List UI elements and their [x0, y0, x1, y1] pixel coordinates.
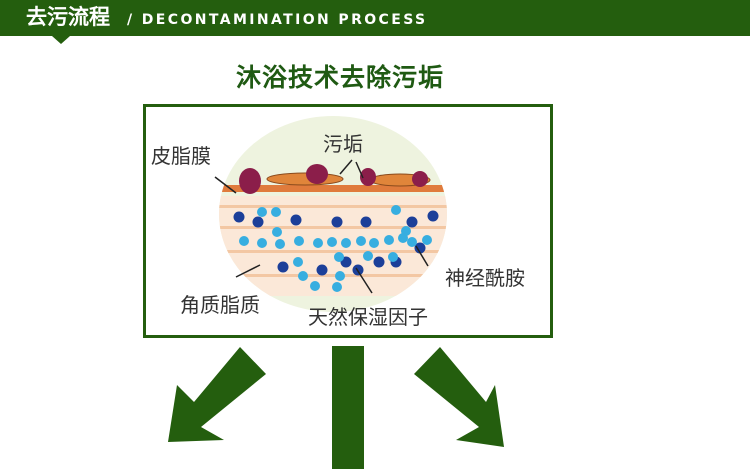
section-header: 去污流程 / DECONTAMINATION PROCESS — [0, 0, 750, 36]
arrow-down-bar — [332, 346, 364, 469]
page-title: 沐浴技术去除污垢 — [235, 63, 444, 92]
label-sebum-film: 皮脂膜 — [151, 144, 211, 168]
label-keratin-lipid: 角质脂质 — [180, 293, 260, 317]
sebum-layer — [219, 185, 447, 192]
arrow-down-left-icon — [168, 347, 266, 442]
label-ceramide: 神经酰胺 — [445, 266, 525, 290]
section-subtitle: / DECONTAMINATION PROCESS — [127, 12, 428, 28]
dark-particles — [233, 210, 439, 276]
leader-lines — [214, 159, 429, 294]
section-title: 去污流程 — [26, 5, 110, 29]
light-particles — [239, 205, 432, 292]
label-dirt: 污垢 — [323, 132, 363, 156]
header-notch — [52, 36, 70, 44]
label-nmf: 天然保湿因子 — [308, 305, 428, 329]
arrow-down-right-icon — [414, 347, 504, 447]
dirt-deposits — [239, 164, 431, 194]
